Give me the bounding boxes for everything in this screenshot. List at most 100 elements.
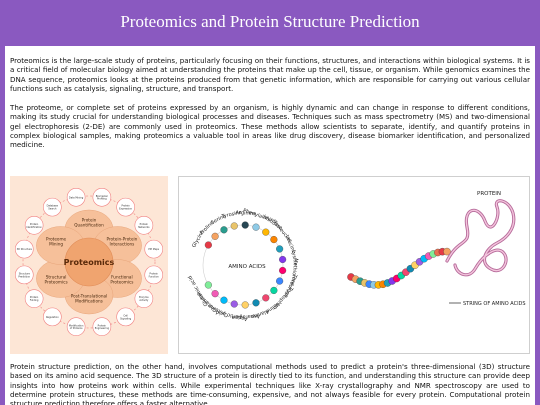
outer-node-label-line: Networks [138, 226, 150, 229]
amino-bead [276, 277, 284, 285]
amino-acid-label: Arginine [235, 210, 256, 217]
string-bead [443, 247, 451, 256]
outer-node-label-line: Structure [19, 272, 31, 275]
amino-bead [211, 232, 219, 240]
petal-label-line: Proteomics [45, 280, 68, 285]
amino-acid-label: Alanine [250, 308, 270, 320]
petal-label-line: Interactions [109, 242, 134, 247]
paragraph-intro: Proteomics is the large-scale study of p… [10, 56, 530, 93]
petal-label-line: Structural [46, 274, 67, 279]
outer-node [134, 289, 154, 308]
petal-label-line: Proteomics [110, 280, 133, 285]
outer-node [14, 239, 34, 259]
protein-ribbon-highlight [446, 200, 515, 276]
amino-bead [204, 281, 212, 289]
petal-label-line: Protein [82, 217, 97, 222]
outer-node-label: Regulation [46, 316, 59, 319]
outer-node-label-line: Enzyme [139, 296, 149, 299]
outer-node [116, 197, 135, 217]
center-circle [64, 237, 114, 287]
amino-svg: AMINO ACIDSGlycineProlineSerineTyrosineA… [187, 191, 526, 322]
outer-node [92, 317, 112, 337]
amino-bead [252, 223, 260, 231]
outer-node [116, 307, 135, 327]
outer-node-label-line: Protein [140, 223, 149, 226]
amino-bead [220, 296, 228, 304]
outer-node-label-line: Function [149, 275, 160, 278]
petal-label-line: Protein-Protein [106, 236, 137, 241]
outer-node [24, 289, 44, 308]
outer-node-label-line: 3D Structure [17, 248, 33, 251]
outer-node [24, 216, 44, 235]
outer-node-label-line: Folding [30, 299, 39, 302]
page-header: Proteomics and Protein Structure Predict… [0, 0, 540, 44]
amino-acid-label: Tyrosine [220, 210, 242, 221]
outer-node-label-line: Engineering [95, 327, 110, 330]
outer-node-label-line: Profiling [97, 198, 107, 201]
outer-node-label: PPI Maps [148, 248, 159, 251]
outer-node-label-line: Prediction [18, 275, 30, 278]
outer-node-label-line: Protein [30, 296, 39, 299]
amino-bead [270, 236, 278, 244]
outer-node-label: 3D Structure [17, 248, 33, 251]
outer-node-label-line: Signaling [120, 317, 132, 320]
outer-node-label-line: Identification [26, 226, 42, 229]
outer-node-label-line: Activity [139, 299, 149, 302]
amino-acid-label: Asparagine [232, 313, 260, 321]
petal-label-line: Post-Translational [71, 293, 107, 298]
content-area: Proteomics is the large-scale study of p… [5, 46, 535, 405]
outer-node-label-line: Cell [123, 314, 128, 317]
protein-label: PROTEIN [477, 191, 501, 197]
outer-ring [22, 195, 156, 329]
outer-node-label-line: PPI Maps [148, 248, 159, 251]
amino-bead [262, 294, 270, 302]
amino-acid-label: Lysine [290, 250, 298, 266]
paragraph-proteome: The proteome, or complete set of protein… [10, 103, 530, 150]
outer-node-label-line: Modification [69, 324, 84, 327]
outer-node [14, 265, 34, 285]
amino-bead [230, 222, 238, 230]
outer-node [43, 197, 62, 217]
outer-node-label-line: Biomarker [96, 195, 108, 198]
amino-bead [211, 290, 219, 298]
outer-node-label-line: Expression [119, 208, 132, 211]
outer-node [134, 216, 154, 235]
center-label: Proteomics [64, 258, 115, 267]
page-title: Proteomics and Protein Structure Predict… [120, 12, 420, 31]
paragraph-prediction: Protein structure prediction, on the oth… [10, 362, 530, 405]
outer-node-label: Data Mining [69, 196, 84, 199]
amino-acid-label: Glutamic acid [187, 274, 209, 307]
petal-label-line: Functional [111, 274, 133, 279]
string-label: STRING OF AMINO ACIDS [463, 301, 526, 307]
amino-bead [230, 300, 238, 308]
amino-bead [241, 221, 249, 229]
petal-label-line: Proteome [46, 236, 67, 241]
outer-node [43, 307, 62, 327]
amino-bead [262, 228, 270, 236]
outer-node-label-line: Database [47, 205, 59, 208]
amino-bead [279, 266, 287, 275]
outer-node-label-line: Protein [98, 324, 107, 327]
outer-node-label-line: Regulation [46, 316, 59, 319]
amino-bead [220, 226, 228, 234]
amino-bead [270, 286, 278, 294]
outer-node [66, 187, 86, 207]
outer-node [144, 265, 164, 285]
amino-bead [276, 245, 284, 253]
amino-bead [252, 299, 260, 307]
outer-node-label-line: Protein [150, 272, 159, 275]
amino-center-label: AMINO ACIDS [228, 264, 266, 270]
